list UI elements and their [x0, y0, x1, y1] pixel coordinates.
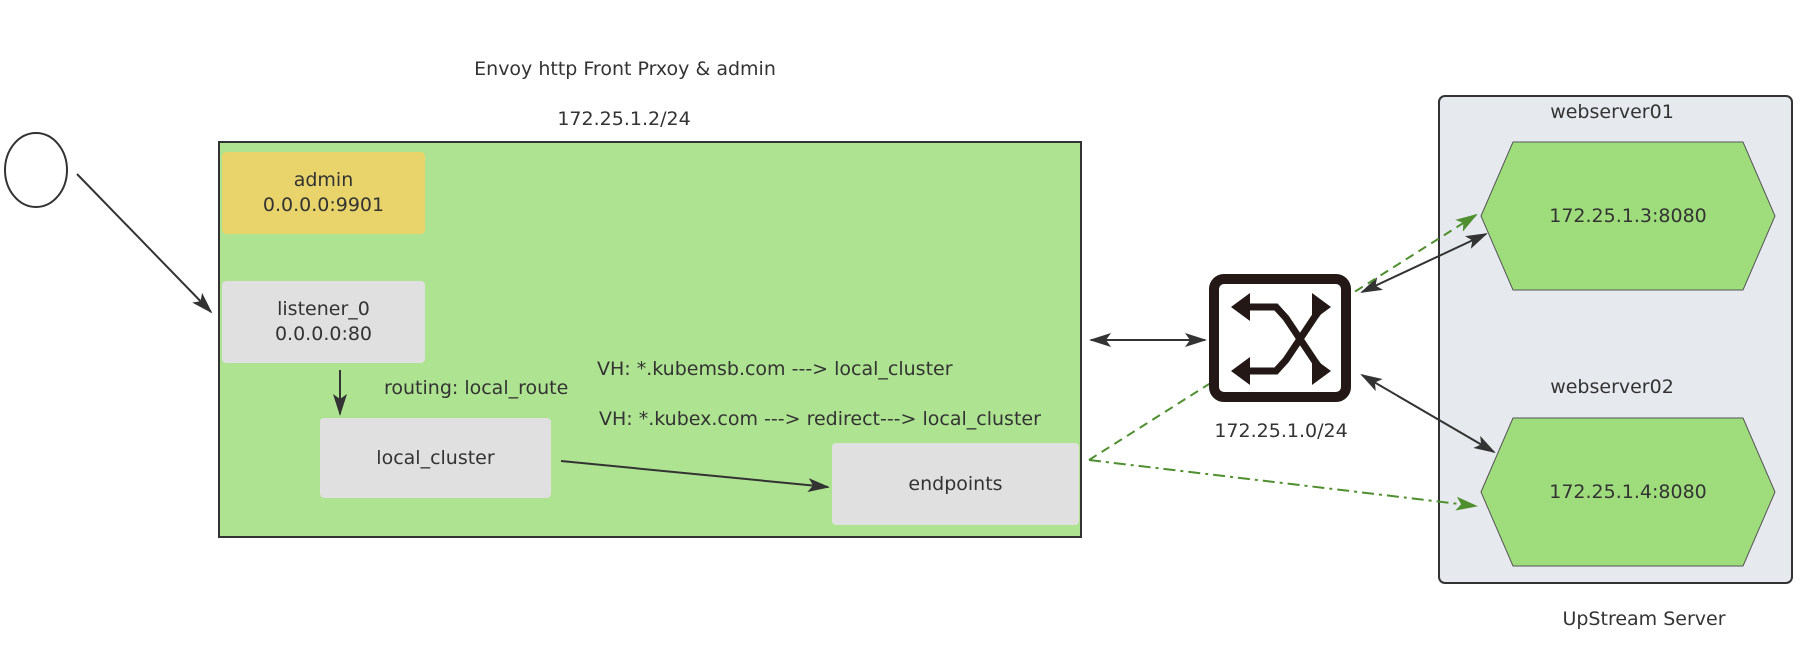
endpoints-label: endpoints: [908, 472, 1003, 495]
admin-name: admin: [293, 169, 354, 191]
client-node: [4, 132, 68, 208]
webserver02-address: 172.25.1.4:8080: [1549, 480, 1707, 503]
switch-webserver02-link: [1360, 373, 1496, 454]
switch-webserver01-link: [1360, 233, 1488, 293]
local-cluster-box: [320, 418, 551, 498]
listener-node: listener_0 0.0.0.0:80: [222, 281, 425, 363]
admin-node: admin 0.0.0.0:9901: [222, 152, 425, 234]
cluster-to-endpoints-arrow: [560, 460, 830, 493]
routing-label: routing: local_route: [384, 377, 569, 399]
webserver01-node: 172.25.1.3:8080: [1481, 142, 1775, 290]
webserver02-hexagon: [1480, 417, 1776, 567]
webserver02-node: 172.25.1.4:8080: [1481, 418, 1775, 566]
vhost-kubemsb: VH: *.kubemsb.com ---> local_cluster: [597, 358, 953, 380]
webserver01-hexagon: [1480, 141, 1776, 291]
listener-name: listener_0: [277, 298, 370, 320]
local-cluster-node: local_cluster: [320, 418, 551, 498]
envoy-subnet-label: 172.25.1.2/24: [557, 108, 691, 130]
webserver02-name: webserver02: [1550, 376, 1674, 398]
upstream-server-label: UpStream Server: [1562, 608, 1726, 630]
client-to-listener-arrow: [76, 173, 213, 314]
listener-box: [222, 281, 425, 363]
endpoints-webserver02-path: [1088, 459, 1478, 511]
endpoints-box: [832, 443, 1079, 525]
webserver01-name: webserver01: [1550, 101, 1674, 123]
endpoints-node: endpoints: [832, 443, 1079, 525]
switch-subnet-label: 172.25.1.0/24: [1214, 420, 1348, 442]
local-cluster-label: local_cluster: [376, 446, 495, 469]
network-switch-icon: [1209, 274, 1351, 402]
diagram-title: Envoy http Front Prxoy & admin: [474, 58, 776, 80]
vhost-kubex: VH: *.kubex.com ---> redirect---> local_…: [599, 408, 1041, 430]
webserver01-address: 172.25.1.3:8080: [1549, 204, 1707, 227]
admin-address: 0.0.0.0:9901: [262, 194, 385, 216]
admin-box: [222, 152, 425, 234]
listener-address: 0.0.0.0:80: [274, 323, 373, 345]
